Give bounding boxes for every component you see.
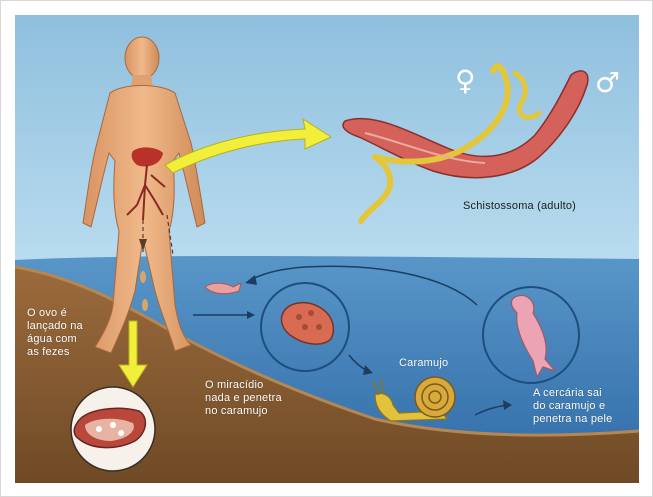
adult-worm-stage: (adulto) <box>534 200 576 212</box>
schistosoma-life-cycle-diagram: ♀ ♂ Schistossoma (adulto) O ovo é lançad… <box>15 15 639 483</box>
male-symbol-icon: ♂ <box>595 69 620 97</box>
adult-worm-label: Schistossoma (adulto) <box>463 187 576 213</box>
miracidium-label: O miracídio nada e penetra no caramujo <box>205 379 282 418</box>
egg-label: O ovo é lançado na água com as fezes <box>27 307 83 359</box>
snail-label: Caramujo <box>399 357 448 370</box>
female-symbol-icon: ♀ <box>455 67 476 95</box>
cercaria-label: A cercária sai do caramujo e penetra na … <box>533 387 612 426</box>
adult-worm-species: Schistossoma <box>463 200 534 212</box>
